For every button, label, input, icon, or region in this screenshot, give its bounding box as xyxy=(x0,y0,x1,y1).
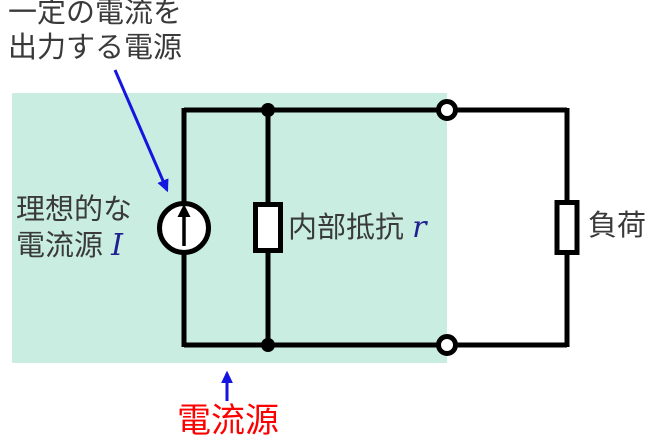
internal-resistance-label: 内部抵抗 r xyxy=(288,210,426,246)
load-label: 負荷 xyxy=(588,210,647,242)
ideal-source-label-line1: 理想的な xyxy=(16,194,133,226)
current-source-highlight-box xyxy=(12,93,447,363)
ideal-source-label-line2-text: 電流源 xyxy=(16,230,112,262)
constant-current-annotation-line1: 一定の電流を xyxy=(8,0,183,29)
current-source-caption: 電流源 xyxy=(177,402,279,440)
terminal-top xyxy=(436,99,458,121)
resistance-variable-r: r xyxy=(412,210,427,245)
annotation-arrow-diagonal xyxy=(113,69,169,193)
constant-current-annotation: 一定の電流を 出力する電源 xyxy=(8,0,182,66)
constant-current-annotation-line2: 出力する電源 xyxy=(8,32,183,64)
internal-resistor-symbol xyxy=(253,202,283,253)
junction-dot-bottom xyxy=(261,338,275,352)
ideal-current-source-label: 理想的な 電流源 I xyxy=(16,193,132,264)
current-source-symbol xyxy=(157,201,211,255)
load-resistor-symbol xyxy=(554,200,580,255)
ideal-source-label-line2: 電流源 I xyxy=(16,228,132,264)
current-variable-I: I xyxy=(111,228,123,263)
current-source-arrow-head xyxy=(177,204,191,217)
terminal-bottom xyxy=(436,334,458,356)
junction-dot-top xyxy=(261,103,275,117)
internal-resistance-text: 内部抵抗 xyxy=(288,212,413,244)
